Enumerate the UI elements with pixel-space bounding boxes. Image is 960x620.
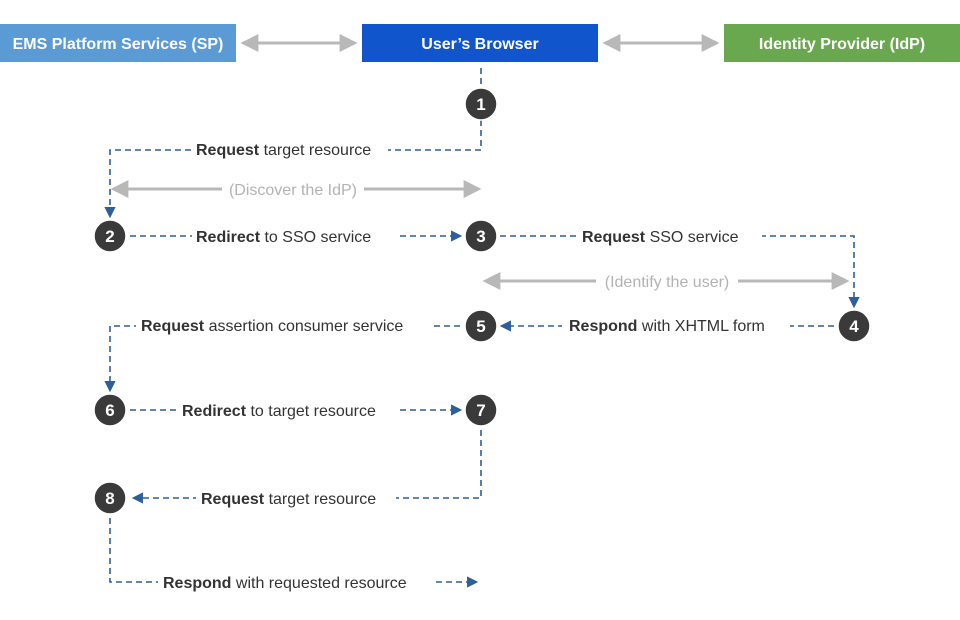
message-5-label-bg xyxy=(136,314,434,336)
message-1-label-bg xyxy=(192,138,388,160)
discover-idp-label: (Discover the IdP) xyxy=(229,182,357,199)
step-7-number: 7 xyxy=(476,401,485,420)
message-2-label: Redirect to SSO service xyxy=(196,229,371,246)
step-4-number: 4 xyxy=(849,317,859,336)
message-4-label: Respond with XHTML form xyxy=(569,318,765,335)
step-1-badge: 1 xyxy=(464,87,498,121)
step-2-number: 2 xyxy=(105,227,114,246)
message-5-label: Request assertion consumer service xyxy=(141,318,403,335)
message-3-arrow xyxy=(500,235,860,309)
message-8-label-bg xyxy=(158,570,436,592)
step-6-number: 6 xyxy=(105,401,114,420)
discover-idp-label-bg xyxy=(222,178,364,200)
message-2-label-bg xyxy=(192,224,396,246)
step-3-number: 3 xyxy=(476,227,485,246)
step-6-badge: 6 xyxy=(93,393,127,427)
identify-user-label: (Identify the user) xyxy=(605,274,730,291)
message-7-label: Request target resource xyxy=(201,491,376,508)
message-8-label: Respond with requested resource xyxy=(163,575,407,592)
step-3-badge: 3 xyxy=(464,219,498,253)
message-1-arrow xyxy=(104,120,482,219)
message-5-arrow xyxy=(104,325,460,393)
step-8-number: 8 xyxy=(105,489,114,508)
message-1-label: Request target resource xyxy=(196,142,371,159)
actor-browser-label: User’s Browser xyxy=(421,36,538,53)
actor-idp: Identity Provider (IdP) xyxy=(724,24,960,62)
step-8-badge: 8 xyxy=(93,481,127,515)
message-6-label: Redirect to target resource xyxy=(182,403,376,420)
message-3-label: Request SSO service xyxy=(582,229,739,246)
message-7-arrow xyxy=(131,430,482,504)
identify-user-label-bg xyxy=(596,270,738,292)
step-4-badge: 4 xyxy=(837,309,871,343)
actor-sp-box xyxy=(0,24,236,62)
actor-idp-box xyxy=(724,24,960,62)
actor-browser: User’s Browser xyxy=(362,24,598,62)
step-5-number: 5 xyxy=(476,317,485,336)
message-7-label-bg xyxy=(196,486,396,508)
message-6-label-bg xyxy=(176,398,400,420)
message-4-label-bg xyxy=(562,314,790,336)
step-7-badge: 7 xyxy=(464,393,498,427)
actor-sp: EMS Platform Services (SP) xyxy=(0,24,236,62)
actor-sp-label: EMS Platform Services (SP) xyxy=(13,36,224,53)
message-8-arrow xyxy=(109,518,479,588)
actor-browser-box xyxy=(362,24,598,62)
step-2-badge: 2 xyxy=(93,219,127,253)
step-5-badge: 5 xyxy=(464,309,498,343)
step-1-number: 1 xyxy=(476,95,485,114)
message-3-label-bg xyxy=(576,224,762,246)
actor-idp-label: Identity Provider (IdP) xyxy=(759,36,925,53)
